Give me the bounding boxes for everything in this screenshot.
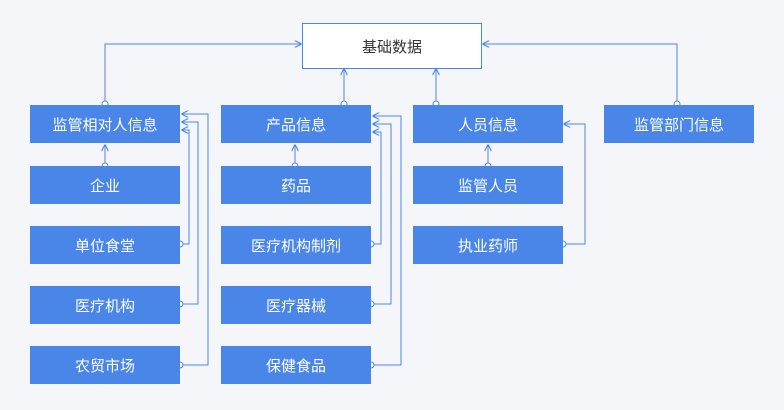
connector-pharmacist-side bbox=[563, 124, 586, 245]
leaf-enterprise: 企业 bbox=[30, 166, 180, 204]
leaf-farmers-market: 农贸市场 bbox=[30, 346, 180, 384]
category-regulated-party-info: 监管相对人信息 bbox=[30, 105, 180, 143]
connector-device-side bbox=[371, 124, 392, 305]
connector-preparation-side bbox=[371, 132, 382, 245]
leaf-medical-device: 医疗器械 bbox=[221, 286, 371, 324]
connector-market-side bbox=[180, 114, 209, 366]
leaf-licensed-pharmacist: 执业药师 bbox=[413, 226, 563, 264]
connector-regulated-to-root bbox=[104, 44, 301, 104]
leaf-drug: 药品 bbox=[221, 166, 371, 204]
connector-dept-to-root bbox=[483, 44, 678, 104]
leaf-institution-preparation: 医疗机构制剂 bbox=[221, 226, 371, 264]
connector-medinst-side bbox=[180, 122, 199, 305]
leaf-unit-canteen: 单位食堂 bbox=[30, 226, 180, 264]
category-personnel-info: 人员信息 bbox=[413, 105, 563, 143]
connector-healthfood-side bbox=[371, 116, 402, 366]
category-regulatory-dept-info: 监管部门信息 bbox=[604, 105, 754, 143]
leaf-supervisor: 监管人员 bbox=[413, 166, 563, 204]
leaf-health-food: 保健食品 bbox=[221, 346, 371, 384]
leaf-medical-institution: 医疗机构 bbox=[30, 286, 180, 324]
category-product-info: 产品信息 bbox=[221, 105, 371, 143]
connector-canteen-side bbox=[180, 130, 190, 245]
root-node-basic-data: 基础数据 bbox=[302, 23, 482, 69]
